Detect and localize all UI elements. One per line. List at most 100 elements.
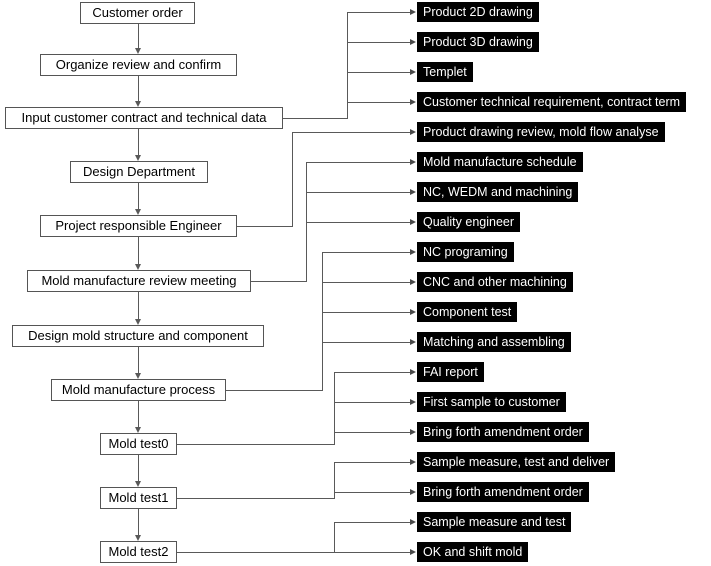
process-box-organize-review[interactable]: Organize review and confirm: [40, 54, 237, 76]
output-box-nc-programing[interactable]: NC programing: [417, 242, 514, 262]
flow-arrow-6: [135, 319, 141, 325]
flow-connector-3: [138, 129, 139, 155]
branch-c-lead-2: [306, 192, 411, 193]
branch-d-lead-2: [322, 282, 411, 283]
output-box-customer-technical-requirement[interactable]: Customer technical requirement, contract…: [417, 92, 687, 112]
flow-arrow-9: [135, 481, 141, 487]
output-box-first-sample-to-customer[interactable]: First sample to customer: [417, 392, 566, 412]
branch-d-lead-3: [322, 312, 411, 313]
flow-connector-5: [138, 237, 139, 264]
flow-connector-4: [138, 183, 139, 209]
flow-arrow-5: [135, 264, 141, 270]
output-box-product-drawing-review[interactable]: Product drawing review, mold flow analys…: [417, 122, 665, 142]
branch-a-trunk: [347, 12, 348, 119]
branch-c-lead-3: [306, 222, 411, 223]
branch-d-arrow-4: [410, 339, 416, 345]
output-box-product-3d-drawing[interactable]: Product 3D drawing: [417, 32, 539, 52]
output-box-cnc-and-other-machining[interactable]: CNC and other machining: [417, 272, 573, 292]
flow-arrow-7: [135, 373, 141, 379]
process-box-mold-review-meeting[interactable]: Mold manufacture review meeting: [27, 270, 251, 292]
flow-connector-6: [138, 292, 139, 319]
process-box-mold-manufacture-process[interactable]: Mold manufacture process: [51, 379, 226, 401]
branch-a-lead-1: [347, 12, 411, 13]
branch-g-arrow-1: [410, 519, 416, 525]
branch-g-trunk: [334, 522, 335, 553]
output-box-mold-manufacture-schedule[interactable]: Mold manufacture schedule: [417, 152, 583, 172]
branch-c-arrow-1: [410, 159, 416, 165]
branch-d-trunk: [322, 252, 323, 391]
output-box-matching-and-assembling[interactable]: Matching and assembling: [417, 332, 571, 352]
flow-arrow-1: [135, 48, 141, 54]
flow-connector-10: [138, 509, 139, 535]
branch-e-arrow-3: [410, 429, 416, 435]
output-box-sample-measure-test-and-deliver[interactable]: Sample measure, test and deliver: [417, 452, 616, 472]
output-box-bring-forth-amendment-order-2[interactable]: Bring forth amendment order: [417, 482, 589, 502]
flow-connector-1: [138, 24, 139, 48]
branch-e-lead-3: [334, 432, 411, 433]
branch-f-lead-2: [334, 492, 411, 493]
process-box-customer-order[interactable]: Customer order: [80, 2, 195, 24]
branch-g-lead-2: [334, 552, 411, 553]
process-box-design-mold-structure[interactable]: Design mold structure and component: [12, 325, 264, 347]
branch-c-arrow-2: [410, 189, 416, 195]
branch-a-lead-4: [347, 102, 411, 103]
branch-a-arrow-1: [410, 9, 416, 15]
branch-g-arrow-2: [410, 549, 416, 555]
process-box-mold-test0[interactable]: Mold test0: [100, 433, 177, 455]
branch-e-stub: [177, 444, 335, 445]
output-box-nc-wedm-and-machining[interactable]: NC, WEDM and machining: [417, 182, 579, 202]
output-box-fai-report[interactable]: FAI report: [417, 362, 484, 382]
output-box-templet[interactable]: Templet: [417, 62, 473, 82]
branch-f-trunk: [334, 462, 335, 499]
branch-a-stub: [283, 118, 348, 119]
branch-e-trunk: [334, 372, 335, 445]
branch-a-arrow-4: [410, 99, 416, 105]
branch-e-arrow-2: [410, 399, 416, 405]
branch-a-arrow-3: [410, 69, 416, 75]
branch-a-lead-2: [347, 42, 411, 43]
branch-f-arrow-1: [410, 459, 416, 465]
process-box-project-engineer[interactable]: Project responsible Engineer: [40, 215, 237, 237]
flow-connector-8: [138, 401, 139, 427]
branch-d-lead-1: [322, 252, 411, 253]
flow-connector-7: [138, 347, 139, 373]
branch-d-arrow-3: [410, 309, 416, 315]
flow-arrow-10: [135, 535, 141, 541]
output-box-sample-measure-and-test[interactable]: Sample measure and test: [417, 512, 572, 532]
branch-a-arrow-2: [410, 39, 416, 45]
output-box-bring-forth-amendment-order-1[interactable]: Bring forth amendment order: [417, 422, 589, 442]
branch-c-lead-1: [306, 162, 411, 163]
branch-e-lead-1: [334, 372, 411, 373]
branch-g-stub: [177, 552, 335, 553]
branch-d-lead-4: [322, 342, 411, 343]
branch-e-arrow-1: [410, 369, 416, 375]
branch-e-lead-2: [334, 402, 411, 403]
flow-arrow-3: [135, 155, 141, 161]
branch-f-stub: [177, 498, 335, 499]
branch-d-stub: [226, 390, 323, 391]
flow-arrow-4: [135, 209, 141, 215]
output-box-product-2d-drawing[interactable]: Product 2D drawing: [417, 2, 539, 22]
output-box-component-test[interactable]: Component test: [417, 302, 518, 322]
branch-b-stub: [237, 226, 293, 227]
process-box-input-customer-contract[interactable]: Input customer contract and technical da…: [5, 107, 283, 129]
process-box-design-department[interactable]: Design Department: [70, 161, 208, 183]
branch-f-arrow-2: [410, 489, 416, 495]
flow-arrow-2: [135, 101, 141, 107]
branch-b-trunk: [292, 132, 293, 227]
flow-connector-2: [138, 76, 139, 101]
process-box-mold-test1[interactable]: Mold test1: [100, 487, 177, 509]
branch-d-arrow-1: [410, 249, 416, 255]
branch-b-arrow-1: [410, 129, 416, 135]
branch-f-lead-1: [334, 462, 411, 463]
branch-a-lead-3: [347, 72, 411, 73]
branch-d-arrow-2: [410, 279, 416, 285]
branch-g-lead-1: [334, 522, 411, 523]
output-box-quality-engineer[interactable]: Quality engineer: [417, 212, 521, 232]
branch-c-arrow-3: [410, 219, 416, 225]
branch-c-stub: [251, 281, 307, 282]
output-box-ok-and-shift-mold[interactable]: OK and shift mold: [417, 542, 529, 562]
process-box-mold-test2[interactable]: Mold test2: [100, 541, 177, 563]
flow-arrow-8: [135, 427, 141, 433]
